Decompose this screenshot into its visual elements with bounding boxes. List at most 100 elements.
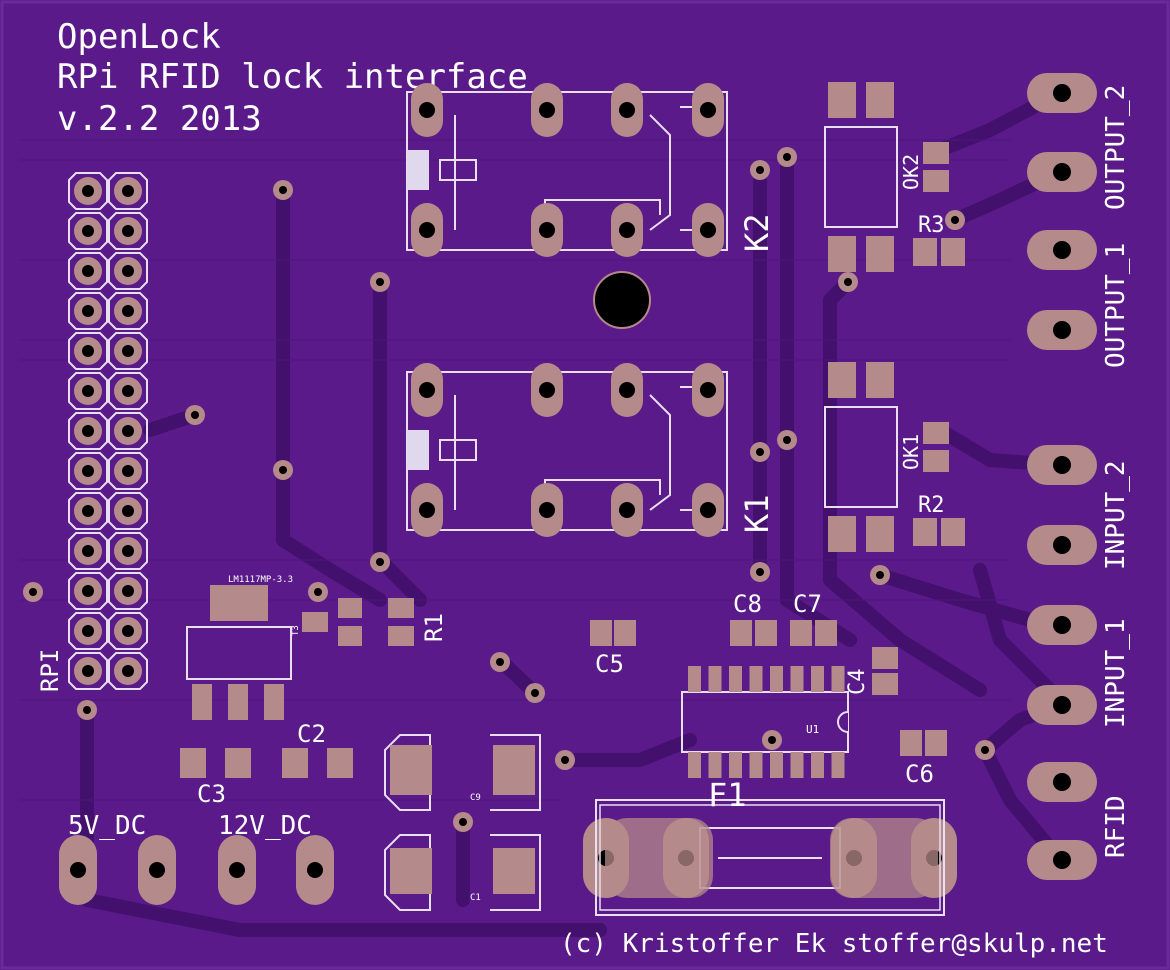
c6-pad-b [925, 730, 947, 756]
ic-pin [831, 666, 845, 692]
label-k2: K2 [738, 213, 776, 252]
optocoupler-ok1 [824, 362, 949, 552]
board-title-line2: RPi RFID lock interface [57, 57, 528, 97]
c4-pad-a [872, 647, 898, 669]
rpi-header-pin [108, 292, 148, 330]
label-rpi: RPI [36, 649, 64, 692]
board-title-line1: OpenLock [57, 17, 221, 57]
via [525, 683, 545, 703]
label-ok2: OK2 [899, 154, 923, 190]
ic-pin [749, 666, 763, 692]
r1-pad-d [388, 626, 414, 646]
rpi-header-pin [108, 532, 148, 570]
ic-pin [770, 752, 783, 778]
via [555, 750, 575, 770]
c8-pad-b [755, 620, 777, 646]
c2-pad-a [282, 748, 308, 778]
rpi-header-pin [68, 652, 108, 690]
through-hole-pad [1027, 73, 1097, 113]
through-hole-pad [531, 363, 563, 417]
ic-pin [770, 666, 783, 692]
rpi-header-pin [108, 572, 148, 610]
through-hole-pad [611, 203, 643, 257]
label-c7: C7 [793, 590, 822, 618]
rpi-header-pin [108, 612, 148, 650]
optocoupler-ok2 [824, 82, 949, 272]
c7-pad-b [815, 620, 837, 646]
r3-pad-a [913, 238, 937, 266]
label-c3: C3 [197, 780, 226, 808]
label-k1: K1 [738, 494, 776, 533]
via [762, 730, 782, 750]
through-hole-pad [218, 835, 256, 905]
via [453, 812, 473, 832]
rpi-header-pin [108, 452, 148, 490]
ic-pin [790, 666, 804, 692]
rpi-header-pin [108, 172, 148, 210]
via [777, 430, 797, 450]
ic-pin [790, 752, 804, 778]
label-rfid: RFID [1101, 795, 1131, 858]
via [23, 582, 43, 602]
through-hole-pad [1027, 152, 1097, 192]
rpi-header-pin [68, 292, 108, 330]
via [750, 442, 770, 462]
r1-pad-c [388, 598, 414, 618]
via [750, 160, 770, 180]
c5-pad-b [614, 620, 636, 646]
rpi-header-pin [68, 452, 108, 490]
r2-pad-b [941, 518, 965, 546]
rpi-header-pin [68, 332, 108, 370]
rpi-header-pin [68, 372, 108, 410]
r3-pad-b [941, 238, 965, 266]
through-hole-pad [59, 835, 97, 905]
via [945, 210, 965, 230]
through-hole-pad [692, 483, 724, 537]
through-hole-pad [611, 83, 643, 137]
via [838, 272, 858, 292]
ic-pin [688, 666, 701, 692]
through-hole-pad [1027, 310, 1097, 350]
ic-pin [688, 752, 701, 778]
through-hole-pad [138, 835, 176, 905]
label-c1: C1 [470, 893, 481, 903]
label-c9: C9 [470, 793, 481, 803]
rpi-header-pin [108, 252, 148, 290]
rpi-header-pin [108, 332, 148, 370]
through-hole-pad [1027, 230, 1097, 270]
via [273, 180, 293, 200]
ic-pin [831, 752, 845, 778]
through-hole-pad [531, 83, 563, 137]
label-regulator: LM1117MP-3.3 [228, 575, 293, 585]
label-ok1: OK1 [899, 434, 923, 470]
via [308, 582, 328, 602]
label-c8: C8 [733, 590, 762, 618]
through-hole-pad [411, 483, 443, 537]
through-hole-pad [1027, 605, 1097, 645]
ic-u1 [681, 666, 849, 778]
through-hole-pad [1027, 685, 1097, 725]
label-c2: C2 [297, 720, 326, 748]
label-t3: T3 [291, 625, 301, 636]
ic-pin [811, 752, 824, 778]
rpi-header-pin [108, 212, 148, 250]
c2-pad-b [327, 748, 353, 778]
through-hole-pad [692, 203, 724, 257]
rpi-header-pin [108, 372, 148, 410]
label-r1: R1 [420, 613, 448, 642]
through-hole-pad [531, 483, 563, 537]
rpi-header-pin [68, 212, 108, 250]
rpi-header-pin [68, 572, 108, 610]
ic-pin [729, 666, 742, 692]
through-hole-pad [1027, 762, 1097, 802]
r2-pad-a [913, 518, 937, 546]
board-title-line3: v.2.2 2013 [57, 99, 262, 139]
label-c5: C5 [595, 650, 624, 678]
r1-pad-a [338, 598, 362, 618]
via [185, 405, 205, 425]
via [370, 552, 390, 572]
rpi-header-pin [68, 532, 108, 570]
label-output1: OUTPUT_1 [1101, 243, 1131, 368]
